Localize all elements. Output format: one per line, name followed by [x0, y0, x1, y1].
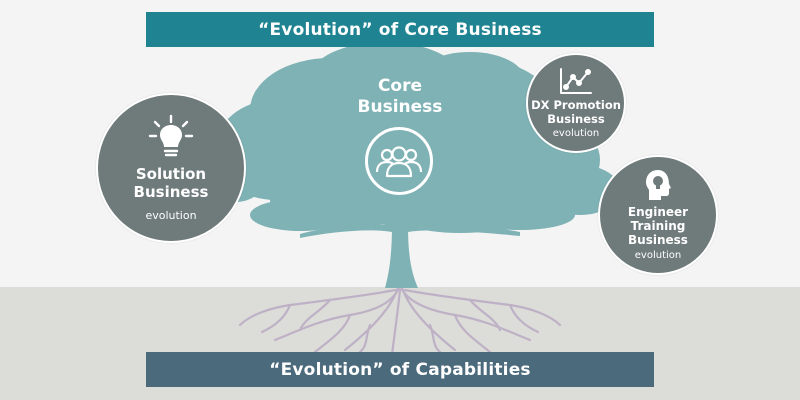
solution-business-line1: Solution — [135, 164, 207, 183]
dx-promotion-line2: Business — [547, 112, 605, 126]
core-business-line1: Core — [377, 76, 423, 96]
people-group-icon — [365, 127, 433, 195]
dx-promotion-sub: evolution — [552, 127, 600, 139]
engineer-training-sub: evolution — [634, 250, 682, 262]
engineer-training-business-circle: Engineer Training Business evolution — [598, 155, 718, 275]
lightbulb-icon — [147, 114, 195, 160]
line-chart-icon — [559, 67, 593, 95]
core-business-label: Core Business — [330, 76, 470, 119]
tree-roots — [238, 283, 562, 357]
head-bulb-icon — [643, 169, 673, 201]
solution-business-circle: Solution Business evolution — [96, 93, 246, 243]
top-banner-text: “Evolution” of Core Business — [258, 19, 542, 40]
dx-promotion-line1: DX Promotion — [531, 98, 621, 113]
solution-business-line2: Business — [133, 182, 209, 201]
dx-promotion-business-circle: DX Promotion Business evolution — [526, 53, 626, 153]
solution-business-sub: evolution — [145, 209, 197, 223]
core-business-line2: Business — [357, 97, 443, 118]
tree-trunk — [300, 205, 520, 288]
engineer-training-line2: Business — [628, 233, 688, 248]
bottom-banner-text: “Evolution” of Capabilities — [269, 359, 531, 380]
top-banner: “Evolution” of Core Business — [146, 12, 654, 47]
engineer-training-line1: Engineer Training — [627, 204, 689, 233]
bottom-banner: “Evolution” of Capabilities — [146, 352, 654, 387]
